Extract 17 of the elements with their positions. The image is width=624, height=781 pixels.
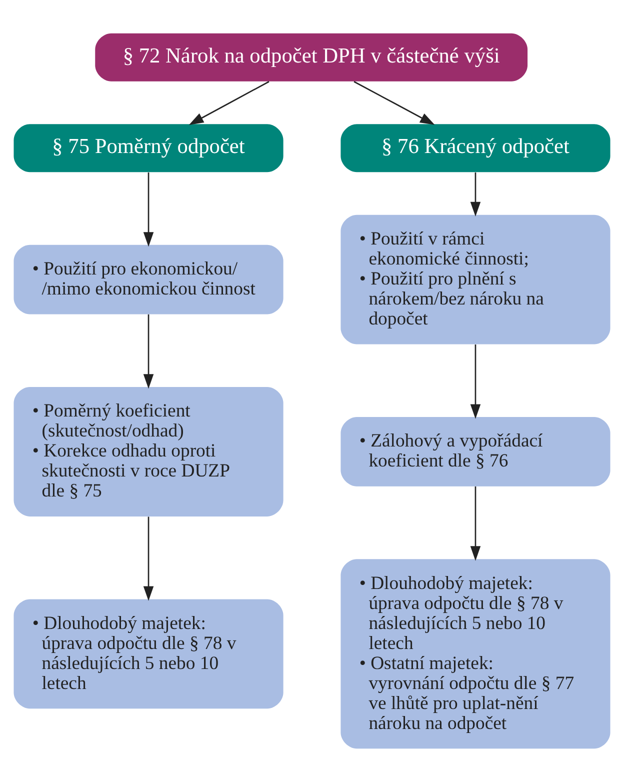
node-box: • Zálohový a vypořádací koeficient dle § 76 [340, 416, 610, 486]
node-box: • Dlouhodobý majetek: úprava odpočtu dle § 78 v následujících 5 nebo 10 letech [14, 598, 284, 708]
node-box: § 76 Krácený odpočet [340, 124, 610, 172]
node-box: • Poměrný koeficient (skutečnost/odhad) • Korekce odhadu oproti skutečnosti v roce DUZP dle § 75 [14, 386, 284, 516]
arrow [470, 172, 481, 216]
arrow [143, 314, 154, 388]
arrow [143, 172, 154, 246]
arrow [188, 80, 270, 124]
node-box: • Použití pro ekonomickou/ /mimo ekonomickou činnost [14, 244, 284, 314]
arrow [143, 516, 154, 600]
node-box: § 72 Nárok na odpočet DPH v částečné výši [95, 32, 528, 81]
arrow [470, 344, 481, 418]
arrow [470, 486, 481, 560]
node-box: • Dlouhodobý majetek: úprava odpočtu dle § 78 v následujících 5 nebo 10 letech • Ostatní majetek: vyrovnání odpočtu dle § 77 ve lhůtě pro uplat-nění nároku na odpočet [340, 558, 610, 748]
node-box: • Použití v rámci ekonomické činnosti; • Použití pro plnění s nárokem/bez nároku na dopočet [340, 214, 610, 344]
node-box: § 75 Poměrný odpočet [14, 124, 284, 172]
arrow [354, 80, 435, 124]
